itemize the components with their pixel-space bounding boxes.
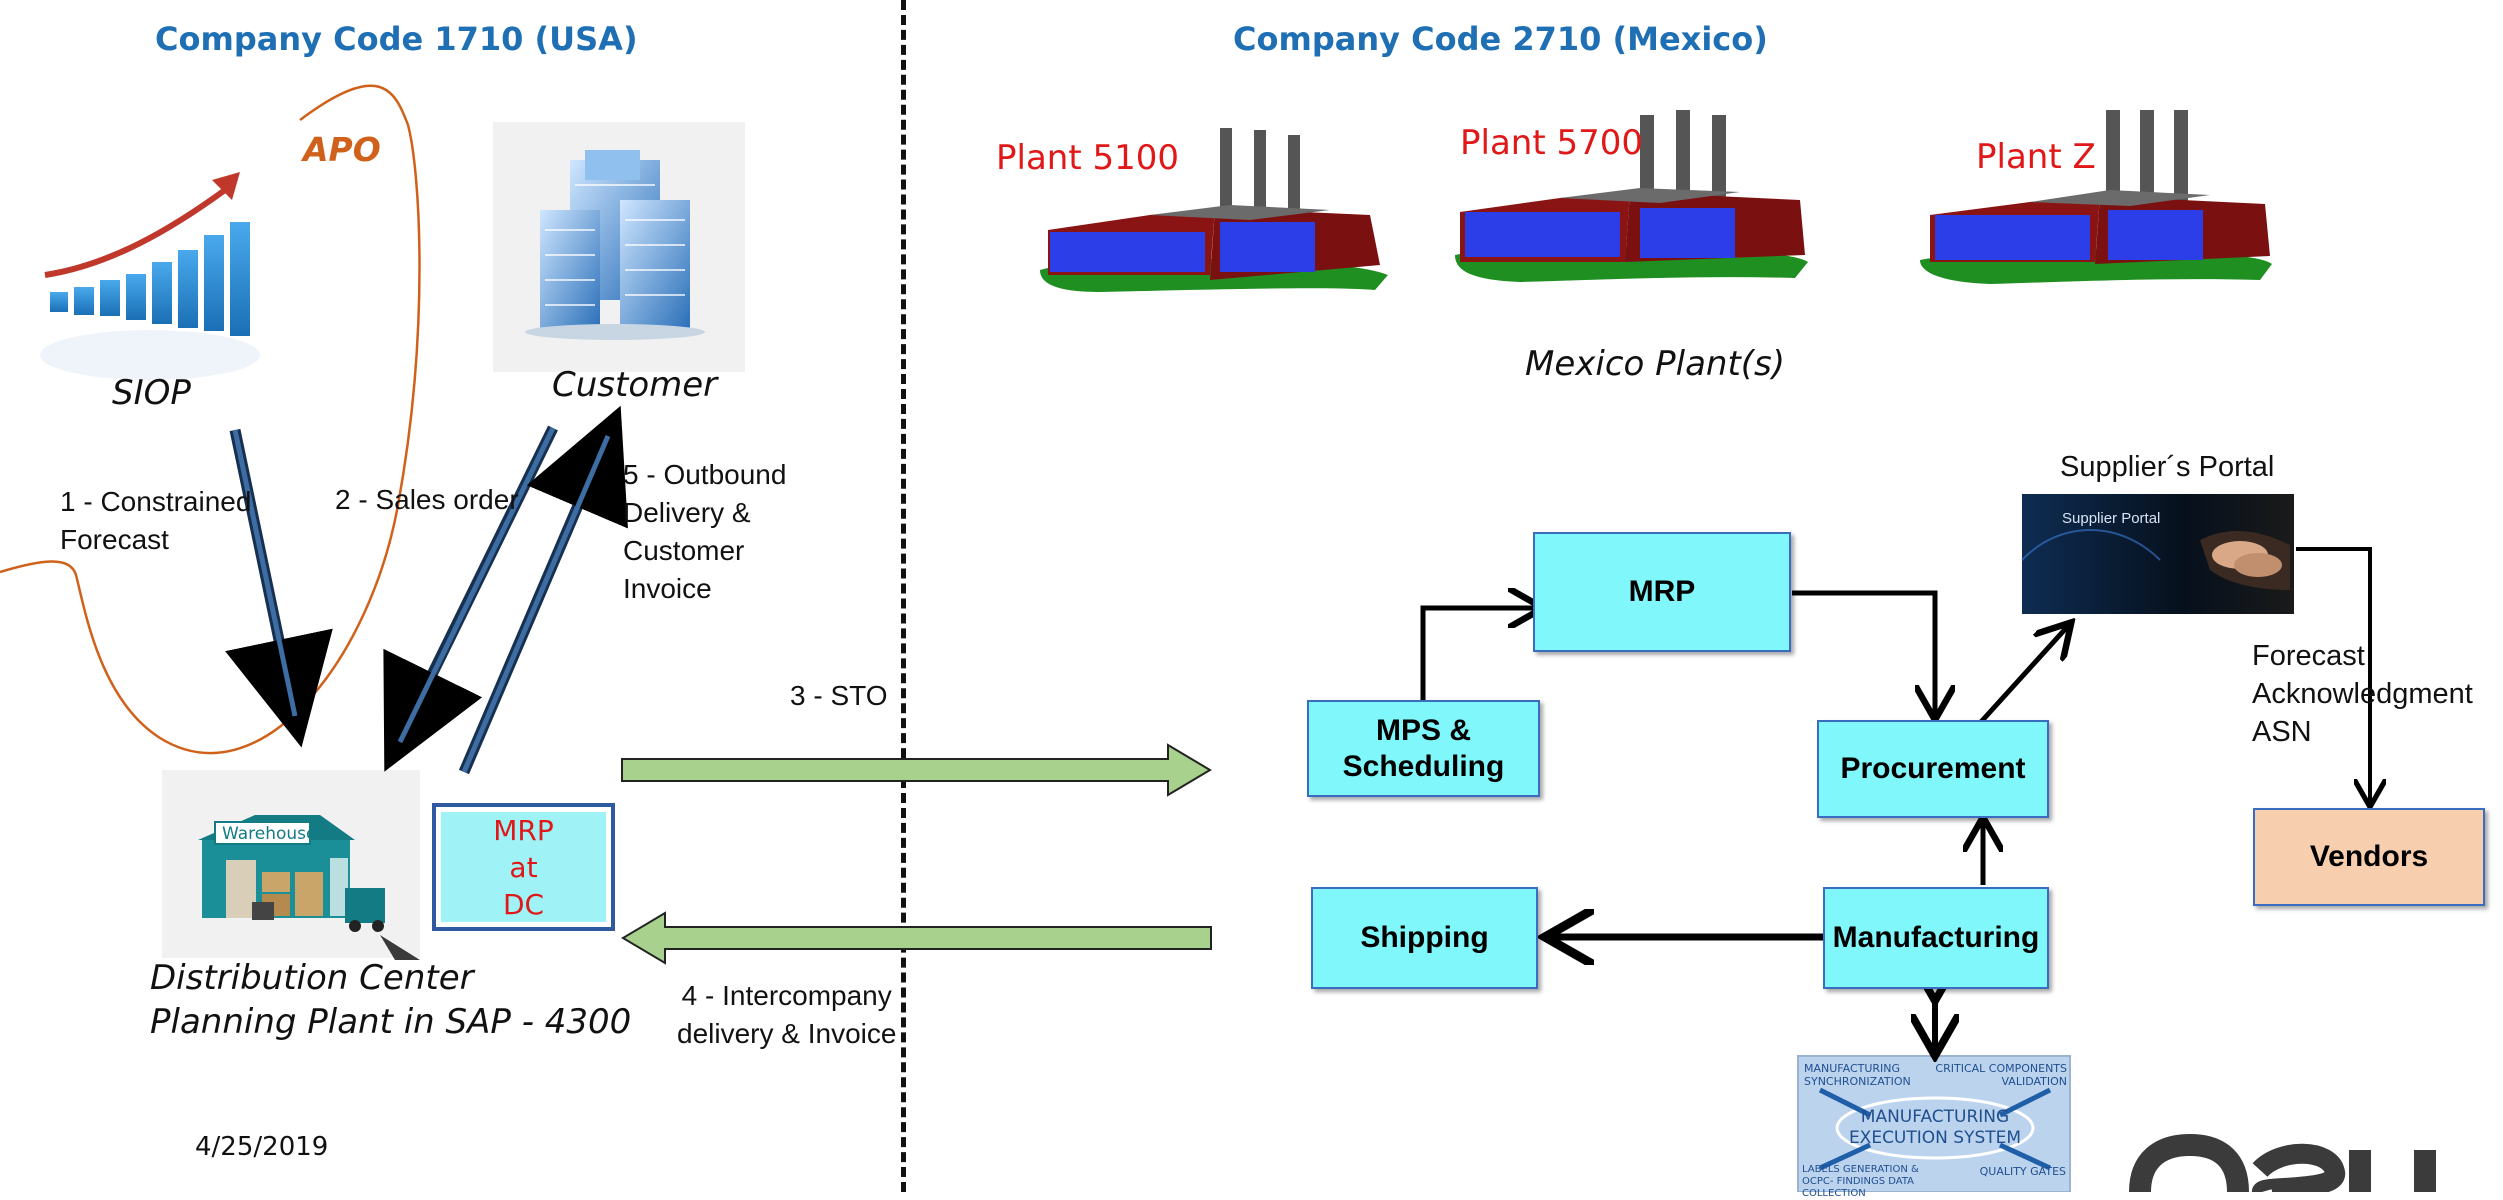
mexico-plants-caption: Mexico Plant(s): [1525, 344, 1786, 384]
mrp-dc-line1: MRP: [493, 813, 554, 847]
vendor-flow-line1: Forecast: [2252, 640, 2365, 672]
plant-z-label: Plant Z: [1976, 137, 2096, 177]
supplier-portal-image-text: Supplier Portal: [2062, 510, 2161, 527]
vendor-flow-line3: ASN: [2252, 716, 2312, 748]
factory-icon-z: [1920, 110, 2272, 284]
mes-top-right: CRITICAL COMPONENTS VALIDATION: [1935, 1062, 2067, 1088]
manufacturing-box: Manufacturing: [1823, 887, 2049, 989]
supplier-portal-image: [2021, 494, 2294, 614]
connector-mps-to-mrp: [1420, 608, 1538, 700]
siop-label: SIOP: [112, 373, 191, 413]
arrow-intercompany: [621, 911, 1212, 965]
customer-label: Customer: [552, 365, 718, 405]
step4-line1: 4 - Intercompany: [681, 980, 892, 1011]
mes-bottom-right: QUALITY GATES: [1979, 1165, 2066, 1178]
company-code-usa-title: Company Code 1710 (USA): [155, 20, 638, 58]
customer-building-icon: [493, 122, 745, 372]
dc-label-line1: Distribution Center: [150, 958, 474, 998]
step5-line2: Delivery &: [623, 497, 751, 528]
dc-label-line2: Planning Plant in SAP - 4300: [150, 1002, 632, 1042]
step5-line4: Invoice: [623, 573, 712, 604]
company-divider: [901, 0, 906, 1192]
vendor-flow-line2: Acknowledgment: [2252, 678, 2473, 710]
mes-bottom-left: LABELS GENERATION & OCPC- FINDINGS DATA …: [1802, 1164, 1919, 1199]
mrp-dc-line2: at: [509, 850, 538, 884]
step3-label: 3 - STO: [790, 680, 888, 711]
warehouse-icon: [162, 770, 420, 960]
procurement-box: Procurement: [1817, 720, 2049, 818]
mes-center: MANUFACTURING EXECUTION SYSTEM: [1848, 1107, 2022, 1148]
vendors-box: Vendors: [2253, 808, 2485, 906]
company-code-mexico-title: Company Code 2710 (Mexico): [1233, 20, 1768, 58]
step1-line1: 1 - Constrained: [60, 486, 252, 517]
step5-line3: Customer: [623, 535, 745, 566]
step2-label: 2 - Sales order: [335, 484, 519, 515]
step1-line2: Forecast: [60, 524, 169, 555]
mes-system-image: [1797, 1055, 2071, 1192]
step4-line2: delivery & Invoice: [677, 1018, 897, 1049]
mps-scheduling-box: MPS & Scheduling: [1307, 700, 1540, 797]
apo-boundary-curve: [0, 84, 421, 755]
mps-line1: MPS &: [1375, 713, 1471, 747]
step5-label: 5 - Outbound Delivery & Customer Invoice: [623, 456, 786, 608]
date-label: 4/25/2019: [195, 1132, 329, 1162]
warehouse-sign-text: Warehouse: [222, 824, 317, 844]
supplier-portal-label: Supplier´s Portal: [2060, 451, 2275, 483]
shipping-box: Shipping: [1311, 887, 1538, 989]
plant-5100-label: Plant 5100: [996, 138, 1179, 178]
vendor-flow-label: Forecast Acknowledgment ASN: [2252, 637, 2473, 751]
mrp-dc-line3: DC: [502, 887, 545, 921]
mrp-at-dc-box: MRP at DC: [432, 803, 615, 931]
step1-label: 1 - Constrained Forecast: [60, 483, 251, 559]
step5-line1: 5 - Outbound: [623, 459, 787, 490]
connector-procurement-to-portal: [1978, 626, 2068, 725]
siop-chart-icon: [40, 172, 260, 380]
mrp-box: MRP: [1533, 532, 1791, 652]
step4-label: 4 - Intercompany delivery & Invoice: [677, 977, 896, 1053]
connector-portal-to-vendors: [2296, 547, 2370, 803]
plant-5700-label: Plant 5700: [1460, 123, 1643, 163]
connector-mrp-to-procurement: [1792, 590, 1935, 715]
factory-icon-5100: [1040, 128, 1388, 292]
apo-label: APO: [303, 130, 381, 169]
mes-top-left: MANUFACTURING SYNCHRONIZATION: [1804, 1062, 1911, 1088]
arrow-sto: [621, 743, 1212, 797]
mps-line2: Scheduling: [1342, 749, 1505, 783]
factory-icon-5700: [1455, 110, 1808, 282]
company-logo-partial: [2129, 1133, 2436, 1192]
